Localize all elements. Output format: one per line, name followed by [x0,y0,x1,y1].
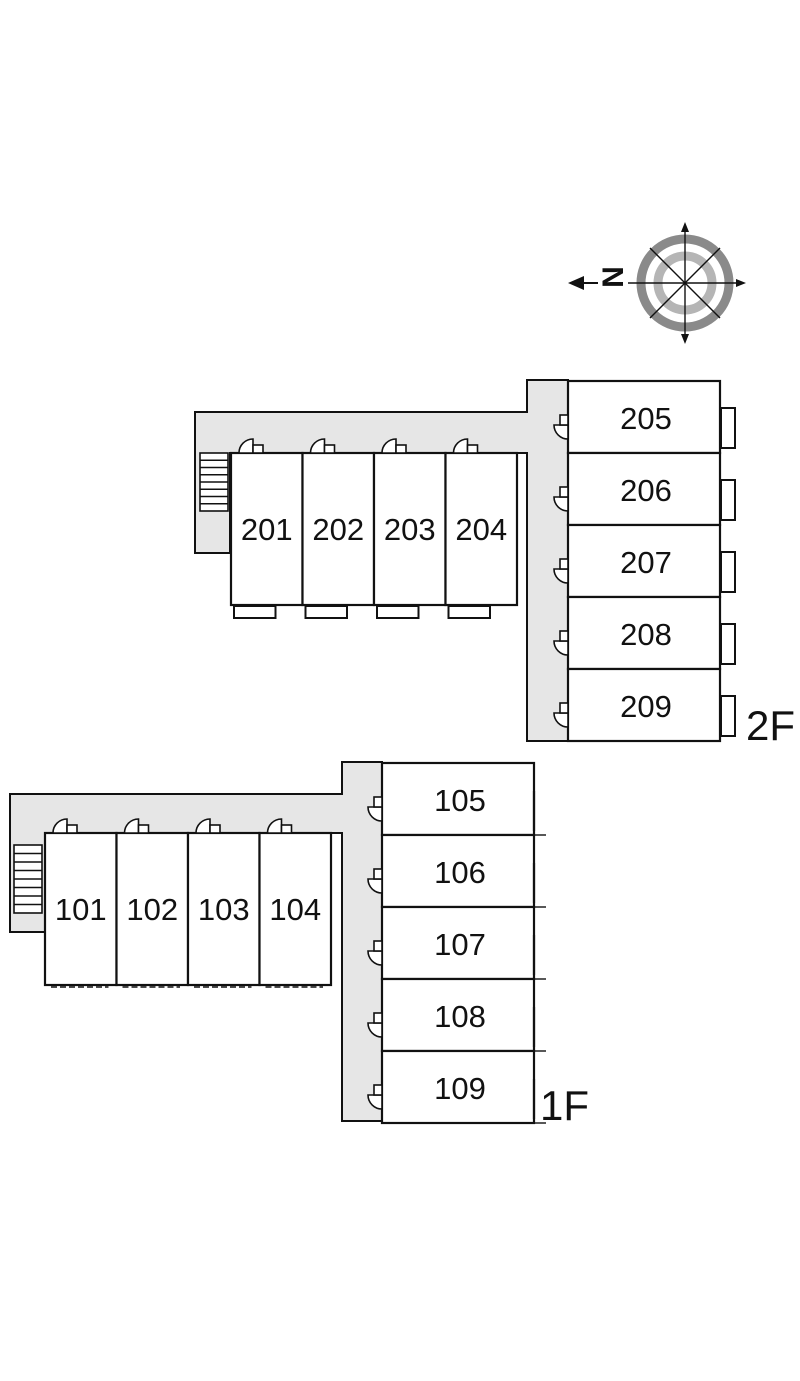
door-icon [195,818,221,834]
floor-2f: 201 202 203 204 205 206 207 208 209 2F [194,379,795,749]
door-icon [381,438,407,454]
unit-label: 204 [455,512,507,547]
unit-label: 201 [241,512,293,547]
unit-206[interactable]: 206 [553,451,736,527]
floor-label: 1F [540,1082,589,1129]
unit-label: 205 [620,401,672,436]
balcony [720,479,736,521]
door-icon [238,438,264,454]
unit-label: 209 [620,689,672,724]
door-icon [553,702,569,728]
unit-label: 208 [620,617,672,652]
door-icon [553,630,569,656]
corridor [9,761,383,1122]
door-icon [553,558,569,584]
door-icon [367,940,383,966]
unit-105[interactable]: 105 [367,761,546,837]
door-icon [367,868,383,894]
door-icon [553,486,569,512]
unit-label: 104 [269,892,321,927]
unit-201[interactable]: 201 [229,438,304,619]
unit-label: 105 [434,783,486,818]
door-icon [309,438,336,454]
unit-106[interactable]: 106 [367,833,546,909]
floor-1f: 101 102 103 104 105 106 107 108 109 1F [9,761,589,1129]
staircase-icon [199,452,229,512]
unit-108[interactable]: 108 [367,977,546,1053]
unit-207[interactable]: 207 [553,523,736,599]
unit-104[interactable]: 104 [258,818,333,988]
unit-label: 207 [620,545,672,580]
door-icon [553,414,569,440]
unit-label: 203 [384,512,436,547]
door-icon [367,796,383,822]
unit-101[interactable]: 101 [43,818,118,988]
unit-label: 108 [434,999,486,1034]
unit-label: 103 [198,892,250,927]
unit-label: 101 [55,892,107,927]
unit-204[interactable]: 204 [444,438,519,619]
unit-107[interactable]: 107 [367,905,546,981]
door-icon [266,818,293,834]
balcony [233,605,277,619]
north-label: N [597,266,630,288]
unit-103[interactable]: 103 [186,818,261,988]
unit-202[interactable]: 202 [301,438,376,619]
door-icon [52,818,78,834]
door-icon [367,1084,383,1110]
unit-205[interactable]: 205 [553,379,736,455]
unit-label: 206 [620,473,672,508]
balcony [720,695,736,737]
door-icon [367,1012,383,1038]
unit-label: 202 [312,512,364,547]
unit-208[interactable]: 208 [553,595,736,671]
staircase-icon [13,844,43,914]
balcony [304,605,348,619]
balcony [376,605,420,619]
balcony [720,551,736,593]
unit-label: 106 [434,855,486,890]
unit-102[interactable]: 102 [115,818,190,988]
unit-203[interactable]: 203 [372,438,447,619]
compass-rose-icon: N [568,222,746,344]
balcony [720,407,736,449]
balcony [447,605,491,619]
unit-109[interactable]: 109 [367,1049,546,1125]
door-icon [452,438,479,454]
unit-209[interactable]: 209 [553,667,736,743]
door-icon [123,818,150,834]
unit-label: 107 [434,927,486,962]
unit-label: 109 [434,1071,486,1106]
balcony [720,623,736,665]
floor-label: 2F [746,702,795,749]
unit-label: 102 [126,892,178,927]
